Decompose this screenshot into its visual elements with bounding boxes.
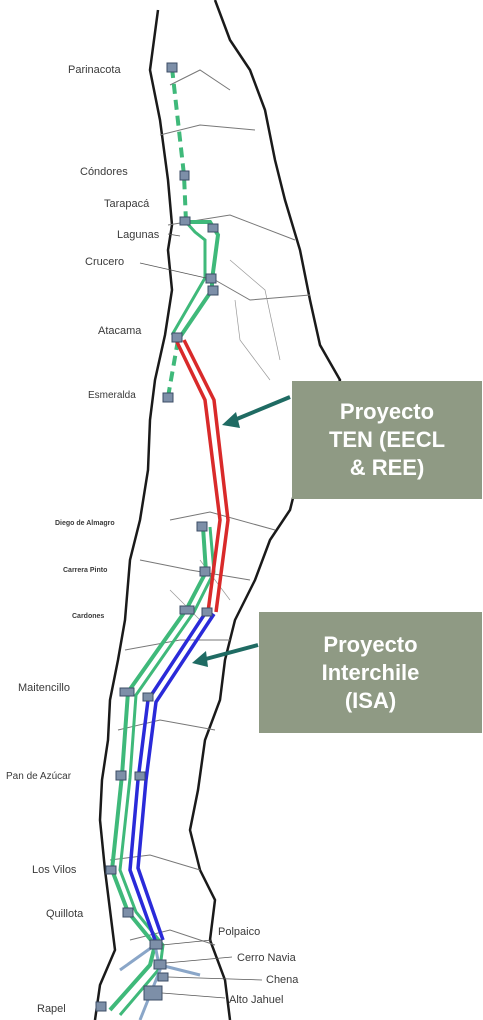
callout-interchile-project: Proyecto Interchile (ISA) bbox=[259, 612, 482, 733]
label-alto-jahuel: Alto Jahuel bbox=[229, 994, 283, 1006]
label-quillota: Quillota bbox=[46, 908, 84, 920]
callout-ten-line-1: Proyecto bbox=[339, 399, 435, 424]
communal-borders bbox=[169, 259, 281, 621]
country-outline-east bbox=[188, 0, 342, 1020]
label-atacama: Atacama bbox=[98, 325, 142, 337]
label-parinacota: Parinacota bbox=[68, 64, 121, 76]
label-esmeralda: Esmeralda bbox=[88, 390, 136, 401]
callout-ten-project: Proyecto TEN (EECL & REE) bbox=[292, 381, 482, 499]
callout-interchile-line-3: (ISA) bbox=[344, 687, 397, 713]
label-chena: Chena bbox=[266, 974, 299, 986]
ten-line bbox=[174, 339, 230, 613]
label-cardones: Cardones bbox=[72, 613, 104, 620]
callout-ten-line-2: TEN (EECL bbox=[328, 427, 446, 452]
callout-interchile-line-2: Interchile bbox=[321, 659, 420, 685]
label-carrera-pinto: Carrera Pinto bbox=[63, 567, 107, 574]
callout-ten-line-3: & REE) bbox=[349, 455, 425, 480]
callout-arrows bbox=[192, 395, 291, 667]
label-diego-de-almagro: Diego de Almagro bbox=[55, 520, 115, 527]
label-los-vilos: Los Vilos bbox=[32, 864, 77, 876]
central-grid bbox=[119, 942, 201, 1020]
callout-interchile-line-1: Proyecto bbox=[323, 631, 418, 657]
country-outline bbox=[93, 9, 174, 1020]
label-lagunas: Lagunas bbox=[117, 229, 160, 241]
label-crucero: Crucero bbox=[85, 256, 124, 268]
label-leaders bbox=[139, 233, 263, 999]
label-pan-de-azucar: Pan de Azúcar bbox=[6, 771, 72, 782]
label-cerro-navia: Cerro Navia bbox=[237, 952, 297, 964]
existing-lines bbox=[108, 67, 221, 1016]
label-polpaico: Polpaico bbox=[218, 926, 260, 938]
substation-markers bbox=[95, 62, 219, 1012]
label-tarapaca: Tarapacá bbox=[104, 198, 150, 210]
label-condores: Cóndores bbox=[80, 166, 128, 178]
label-maitencillo: Maitencillo bbox=[18, 682, 70, 694]
label-rapel: Rapel bbox=[37, 1003, 66, 1015]
